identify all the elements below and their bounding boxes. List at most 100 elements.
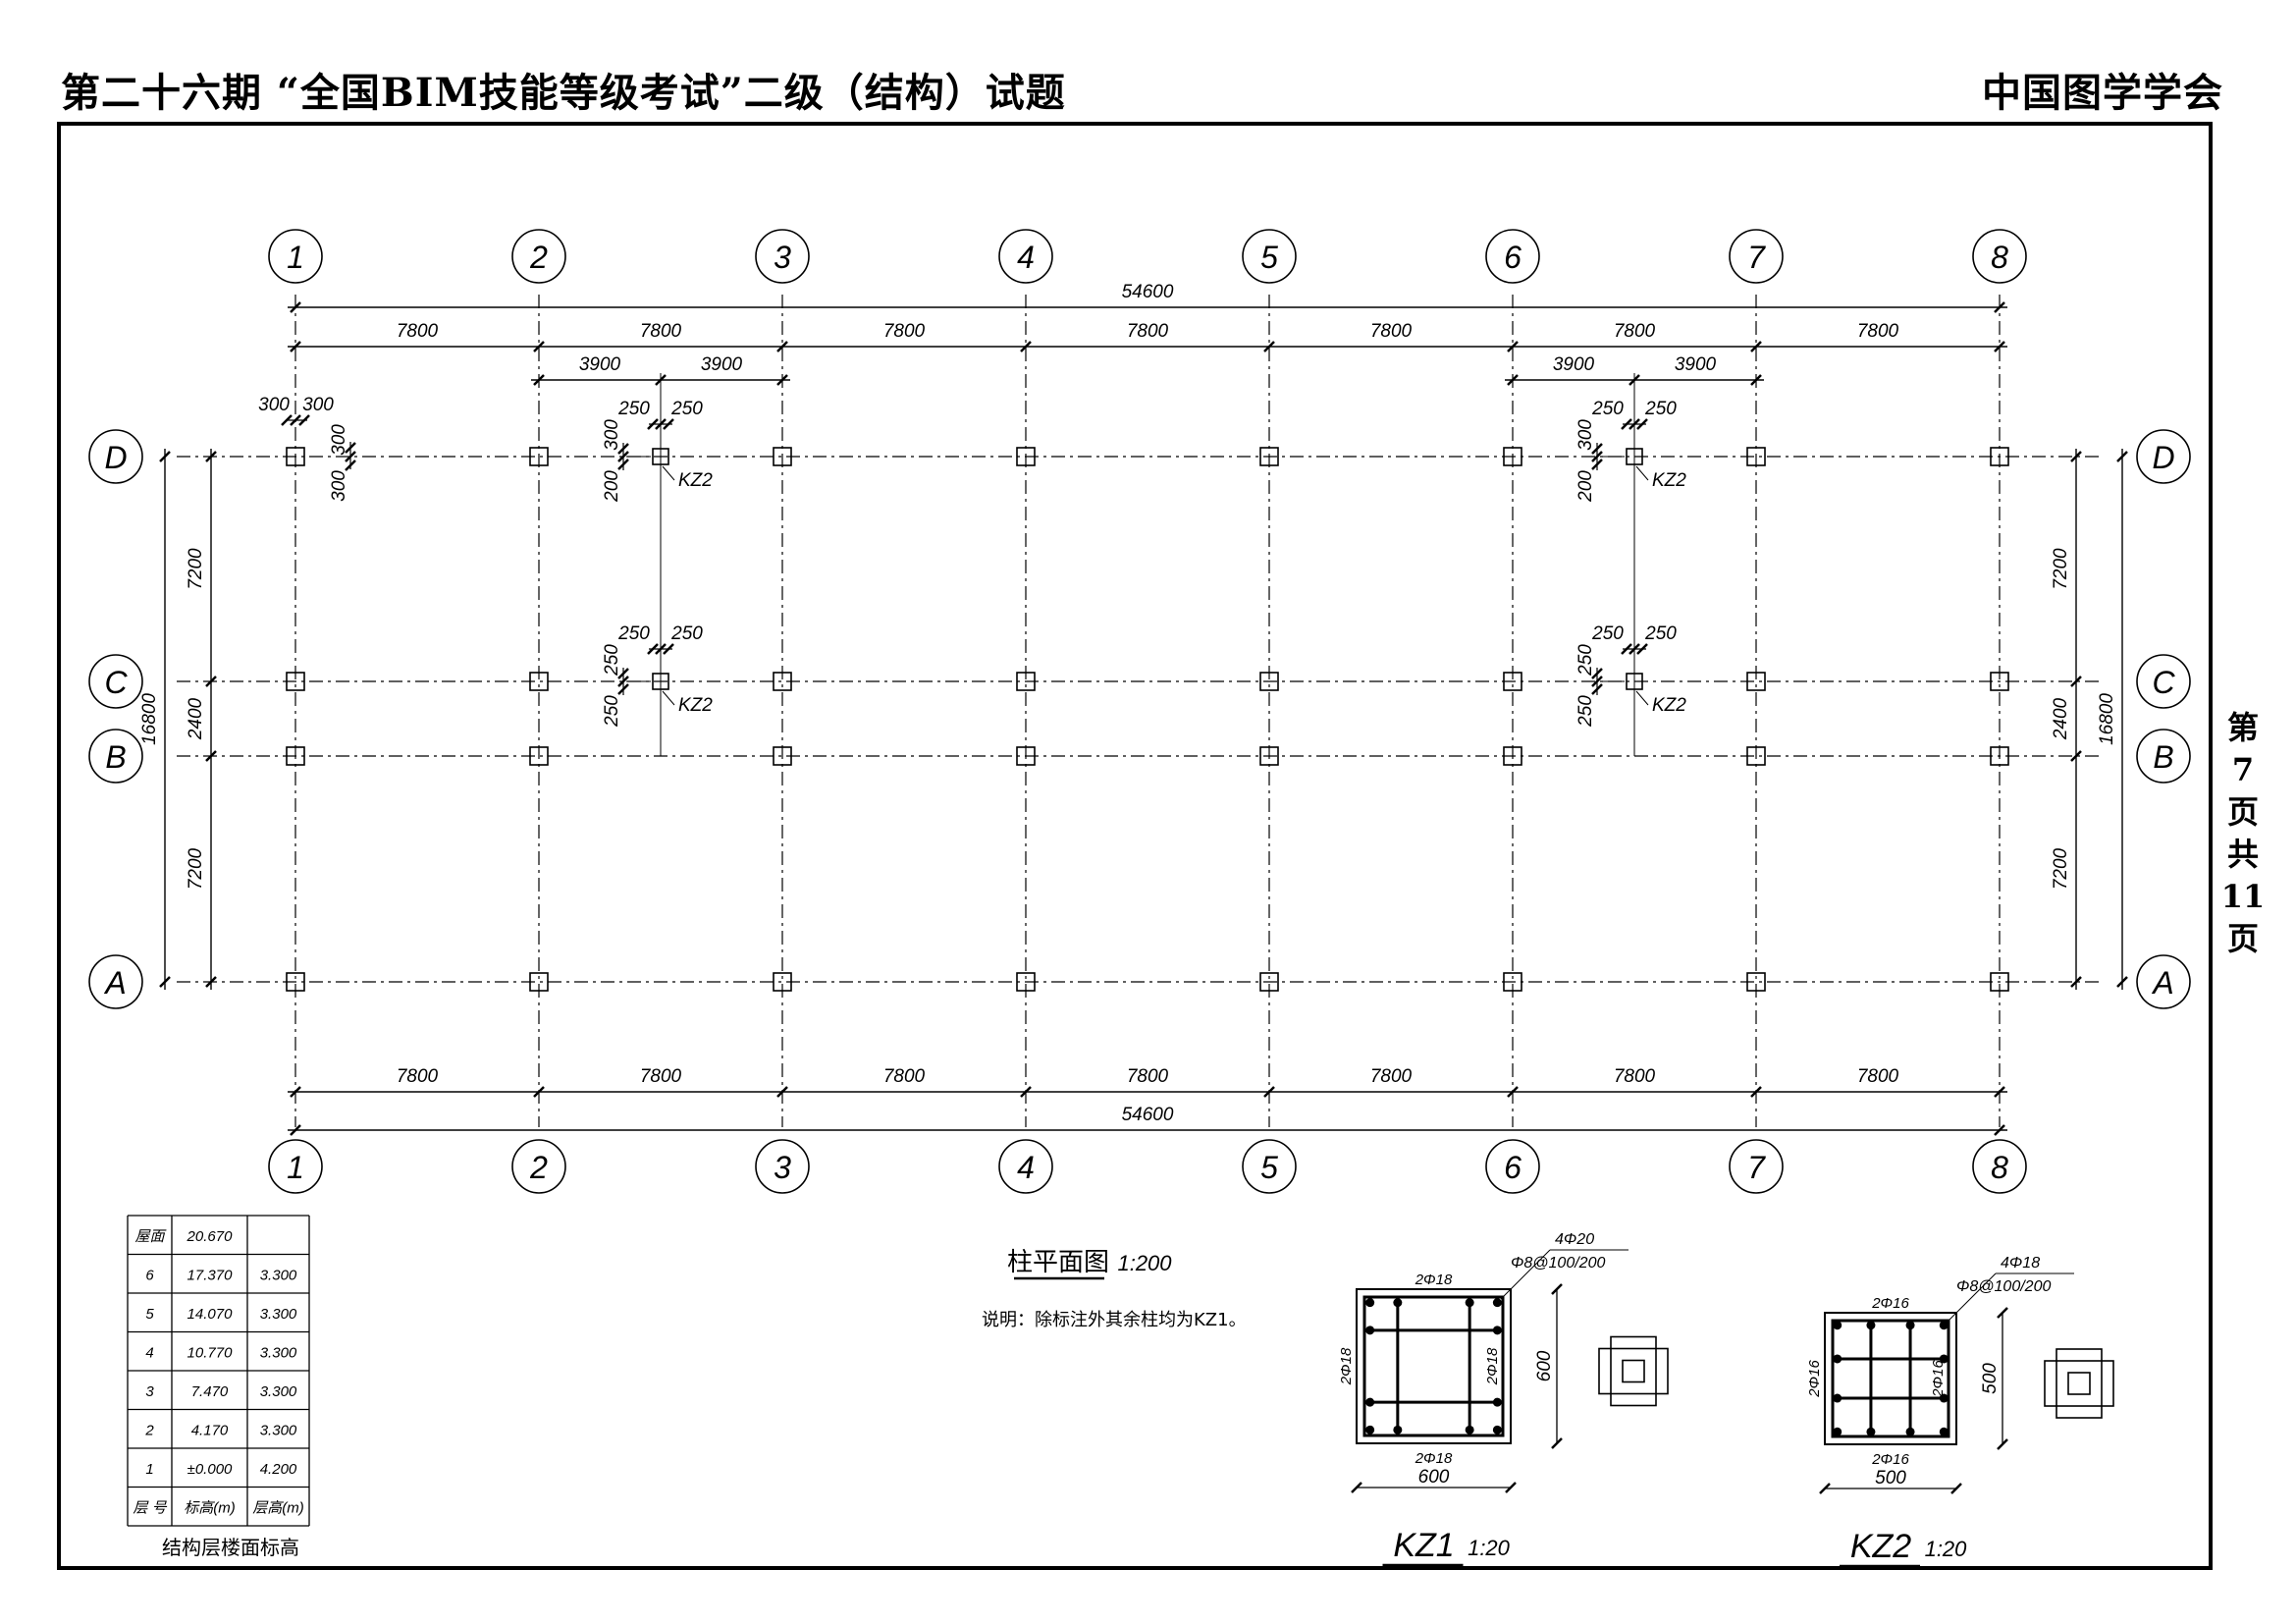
dimension-text: 7800 bbox=[883, 1066, 926, 1087]
axis-bubble bbox=[1485, 1139, 1540, 1194]
rebar bbox=[1939, 1393, 1949, 1403]
rebar bbox=[1905, 1321, 1915, 1330]
dimension-tick bbox=[1591, 451, 1603, 462]
column-kz1 bbox=[1259, 746, 1279, 766]
dimension-text: 250 bbox=[1591, 399, 1624, 419]
dimension-tick bbox=[617, 459, 629, 470]
dimension-tick bbox=[1750, 341, 1762, 352]
rebar bbox=[1833, 1354, 1842, 1364]
dimension-tick bbox=[655, 418, 667, 430]
dimension-tick bbox=[1591, 443, 1603, 455]
axis-label: 3 bbox=[774, 1150, 791, 1185]
section-scale: 1:20 bbox=[1468, 1536, 1511, 1560]
table-caption: 结构层楼面标高 bbox=[162, 1536, 299, 1559]
dimension-text: 7800 bbox=[1127, 321, 1169, 342]
axis-bubble bbox=[2136, 654, 2191, 709]
rebar bbox=[1939, 1321, 1949, 1330]
section-label: 2Φ16 bbox=[1806, 1360, 1823, 1398]
axis-label: A bbox=[103, 965, 126, 1001]
dimension-tick bbox=[655, 643, 667, 655]
dimension-tick bbox=[205, 976, 217, 988]
axis-bubble bbox=[755, 229, 810, 284]
rebar bbox=[1833, 1427, 1842, 1436]
dimension-tick bbox=[1505, 1482, 1517, 1493]
column-kz1 bbox=[1016, 972, 1036, 992]
dimension-tick bbox=[2070, 750, 2082, 762]
section-label: 2Φ18 bbox=[1484, 1347, 1501, 1385]
dimension-text: 250 bbox=[1644, 623, 1677, 644]
dimension-tick bbox=[1950, 1483, 1962, 1494]
dimension-text: 2400 bbox=[186, 697, 206, 740]
section-label: 2Φ18 bbox=[1415, 1272, 1453, 1288]
table-cell: 2 bbox=[144, 1423, 154, 1439]
column-kz1 bbox=[773, 447, 792, 466]
dimension-tick bbox=[1507, 1086, 1519, 1098]
table-cell: 标高(m) bbox=[184, 1500, 236, 1517]
section-title: KZ2 bbox=[1850, 1528, 1911, 1565]
dimension-text: 7800 bbox=[1614, 321, 1656, 342]
dimension-tick bbox=[1020, 1086, 1032, 1098]
column-kz1 bbox=[1503, 447, 1522, 466]
dimension-tick bbox=[1263, 341, 1275, 352]
column-kz1 bbox=[1016, 672, 1036, 691]
dimension-tick bbox=[159, 451, 171, 462]
dimension-tick bbox=[1636, 418, 1648, 430]
dimension-tick bbox=[298, 414, 310, 426]
dimension-tick bbox=[1263, 1086, 1275, 1098]
rebar bbox=[1365, 1326, 1375, 1335]
section-label: 2Φ16 bbox=[1930, 1360, 1947, 1398]
section-label: Φ8@100/200 bbox=[1956, 1278, 2051, 1295]
rebar bbox=[1365, 1298, 1375, 1308]
column-tag: KZ2 bbox=[1652, 470, 1686, 491]
table-cell: 3.300 bbox=[260, 1423, 297, 1439]
axis-label: 7 bbox=[1747, 240, 1766, 275]
table-cell: 3 bbox=[145, 1383, 154, 1400]
axis-bubble bbox=[1242, 229, 1297, 284]
dimension-tick bbox=[2116, 976, 2128, 988]
section-label: 2Φ16 bbox=[1871, 1451, 1909, 1468]
column-kz1 bbox=[773, 672, 792, 691]
dimension-tick bbox=[663, 643, 674, 655]
plan-scale: 1:200 bbox=[1117, 1251, 1172, 1275]
axis-bubble bbox=[88, 429, 143, 484]
dimension-tick bbox=[617, 676, 629, 687]
dimension-tick bbox=[1591, 676, 1603, 687]
dimension-text: 300 bbox=[602, 419, 622, 451]
column-kz1 bbox=[1503, 972, 1522, 992]
page-title: 第二十六期 “全国BIM技能等级考试”二级（结构）试题 bbox=[61, 70, 1066, 116]
axis-label: D bbox=[104, 440, 127, 475]
dimension-tick bbox=[647, 418, 659, 430]
axis-label: 6 bbox=[1504, 1150, 1522, 1185]
section-label: 4Φ20 bbox=[1555, 1231, 1594, 1248]
dimension-tick bbox=[1997, 1438, 2008, 1450]
column-tag: KZ2 bbox=[678, 470, 713, 491]
column-kz1 bbox=[1503, 746, 1522, 766]
dimension-text: 300 bbox=[258, 395, 290, 415]
dimension-text: 54600 bbox=[1122, 282, 1174, 302]
axis-label: C bbox=[104, 665, 128, 700]
dimension-tick bbox=[1819, 1483, 1831, 1494]
section-stirrup bbox=[1362, 1295, 1505, 1437]
dimension-text: 250 bbox=[670, 399, 703, 419]
dimension-tick bbox=[655, 374, 667, 386]
dimension-text: 16800 bbox=[2097, 693, 2117, 745]
table-cell: 10.770 bbox=[187, 1345, 234, 1362]
column-kz1 bbox=[1990, 746, 2009, 766]
axis-label: 6 bbox=[1504, 240, 1522, 275]
dimension-text: 250 bbox=[1575, 644, 1596, 677]
stirrup-detail bbox=[2044, 1360, 2114, 1407]
table-cell: 3.300 bbox=[260, 1306, 297, 1323]
axis-label: 8 bbox=[1991, 1150, 2008, 1185]
dimension-tick bbox=[290, 341, 301, 352]
dimension-text: 250 bbox=[670, 623, 703, 644]
dimension-tick bbox=[617, 443, 629, 455]
dimension-text: 250 bbox=[1644, 399, 1677, 419]
axis-label: 5 bbox=[1260, 240, 1278, 275]
dimension-text: 200 bbox=[602, 470, 622, 503]
section-label: 2Φ18 bbox=[1338, 1347, 1355, 1385]
dimension-tick bbox=[1591, 683, 1603, 695]
dimension-tick bbox=[1629, 418, 1640, 430]
dimension-tick bbox=[1591, 459, 1603, 470]
dimension-text: 7200 bbox=[186, 548, 206, 590]
stirrup-detail bbox=[1622, 1359, 1645, 1383]
